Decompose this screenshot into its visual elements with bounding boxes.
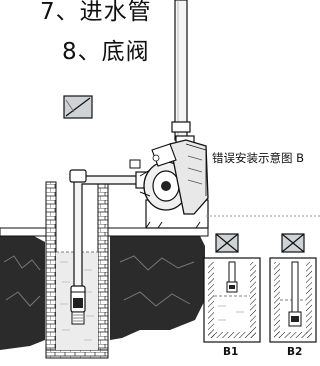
label-b1: B1 xyxy=(223,346,239,358)
cross-box-icon xyxy=(215,233,239,253)
outlet-pipe xyxy=(171,0,191,141)
legend-item-7: 7、进水管 xyxy=(40,0,152,25)
diagram-caption: 错误安装示意图 B xyxy=(212,151,305,165)
check-box-icon xyxy=(63,95,93,119)
label-b2: B2 xyxy=(287,346,303,358)
pump xyxy=(129,135,209,229)
foot-valve xyxy=(70,285,86,325)
ground-edge xyxy=(0,227,49,237)
concrete-slab xyxy=(107,227,209,237)
wrong-example-b1 xyxy=(203,257,261,343)
wrong-example-b2 xyxy=(269,257,317,343)
cross-box-icon xyxy=(281,233,305,253)
legend-item-8: 8、底阀 xyxy=(62,39,150,65)
ground xyxy=(0,234,205,350)
